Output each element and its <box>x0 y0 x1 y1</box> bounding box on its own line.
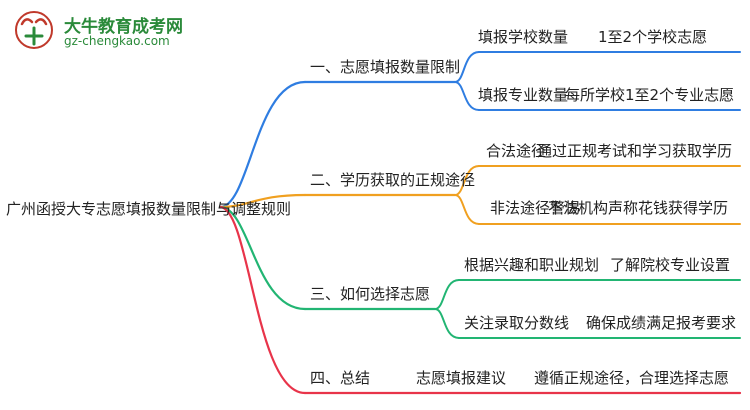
branch-3-connector <box>218 205 307 311</box>
branch-2-leaf-2: 不法机构声称花钱获得学历 <box>548 199 729 217</box>
branch-1-child-2-connector <box>454 81 480 111</box>
branch-2-child-2-connector <box>454 194 480 225</box>
bull-logo-icon <box>15 11 53 49</box>
branch-2-connector <box>218 193 307 209</box>
branch-2-child-2: 非法途径警惕 <box>490 199 581 217</box>
branch-1-label: 一、志愿填报数量限制 <box>310 58 461 76</box>
branch-4-leaf-1: 遵循正规途径，合理选择志愿 <box>534 369 730 387</box>
branch-1-leaf-1: 1至2个学校志愿 <box>598 28 708 46</box>
branch-3-leaf-1: 了解院校专业设置 <box>610 256 731 274</box>
site-logo: 大牛教育成考网 gz-chengkao.com <box>8 8 183 52</box>
branch-4-label: 四、总结 <box>310 369 371 387</box>
branch-3-label: 三、如何选择志愿 <box>310 285 431 303</box>
logo-name: 大牛教育成考网 <box>64 17 183 37</box>
branch-2-label: 二、学历获取的正规途径 <box>310 171 476 189</box>
branch-1-leaf-2: 每所学校1至2个专业志愿 <box>565 86 735 104</box>
branch-2-leaf-1: 通过正规考试和学习获取学历 <box>537 142 733 160</box>
branch-1-child-1: 填报学校数量 <box>478 28 569 46</box>
branch-1-child-1-connector <box>454 51 480 83</box>
branch-3-child-1-connector <box>434 279 460 310</box>
branch-2-child-1: 合法途径 <box>486 142 547 160</box>
branch-1-connector <box>218 80 307 209</box>
branch-3-child-1: 根据兴趣和职业规划 <box>464 256 600 274</box>
root-node: 广州函授大专志愿填报数量限制与调整规则 <box>6 200 292 218</box>
branch-3-child-2: 关注录取分数线 <box>464 314 570 332</box>
branch-4-connector <box>218 205 307 395</box>
logo-url: gz-chengkao.com <box>64 34 170 48</box>
branch-3-child-2-connector <box>434 308 460 339</box>
branch-1-child-2: 填报专业数量 <box>478 86 569 104</box>
branch-2-child-1-connector <box>454 165 480 196</box>
branch-3-leaf-2: 确保成绩满足报考要求 <box>586 314 737 332</box>
branch-4-child-1: 志愿填报建议 <box>416 369 507 387</box>
